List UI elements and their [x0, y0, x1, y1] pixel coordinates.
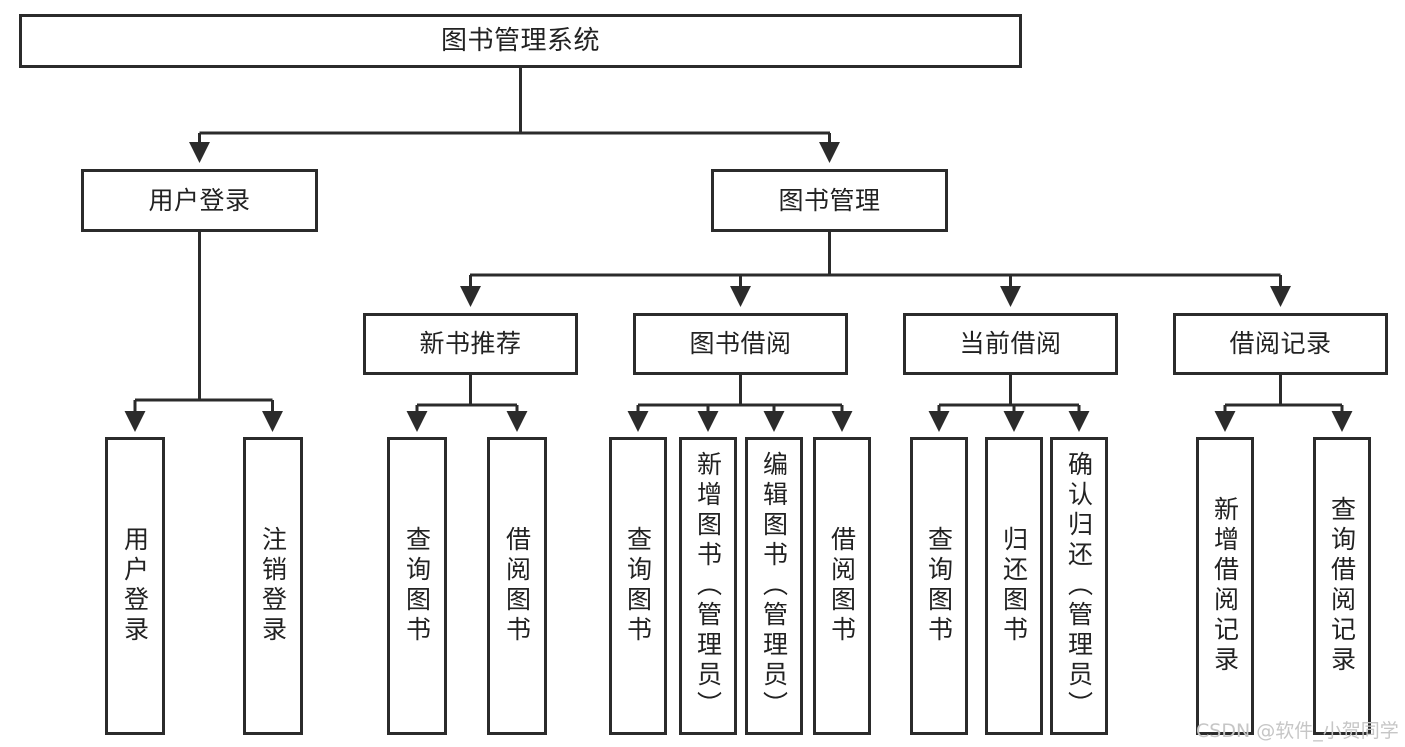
leaf-confirm-return-label: 确认归还（管理员）: [1064, 451, 1094, 721]
leaf-query-book-2[interactable]: 查询图书: [609, 437, 667, 735]
leaf-return-book-label: 归还图书: [999, 526, 1029, 646]
leaf-add-book-label: 新增图书（管理员）: [693, 451, 723, 721]
leaf-logout[interactable]: 注销登录: [243, 437, 303, 735]
leaf-query-book-1[interactable]: 查询图书: [387, 437, 447, 735]
node-borrow-record-label: 借阅记录: [1229, 329, 1332, 359]
leaf-query-record-label: 查询借阅记录: [1327, 496, 1357, 676]
leaf-query-book-1-label: 查询图书: [402, 526, 432, 646]
leaf-borrow-book-2-label: 借阅图书: [827, 526, 857, 646]
leaf-add-record-label: 新增借阅记录: [1210, 496, 1240, 676]
leaf-query-record[interactable]: 查询借阅记录: [1313, 437, 1371, 735]
leaf-edit-book[interactable]: 编辑图书（管理员）: [745, 437, 803, 735]
leaf-logout-label: 注销登录: [258, 526, 288, 646]
leaf-borrow-book-2[interactable]: 借阅图书: [813, 437, 871, 735]
watermark: CSDN @软件_小贺同学: [1196, 720, 1399, 742]
leaf-user-login-label: 用户登录: [120, 526, 150, 646]
node-user-login[interactable]: 用户登录: [81, 169, 318, 232]
node-new-book-recommend-label: 新书推荐: [419, 329, 522, 359]
leaf-add-book[interactable]: 新增图书（管理员）: [679, 437, 737, 735]
node-book-borrow-label: 图书借阅: [689, 329, 792, 359]
leaf-query-book-3[interactable]: 查询图书: [910, 437, 968, 735]
node-new-book-recommend[interactable]: 新书推荐: [363, 313, 578, 375]
leaf-query-book-2-label: 查询图书: [623, 526, 653, 646]
node-root-label: 图书管理系统: [440, 25, 600, 56]
leaf-confirm-return[interactable]: 确认归还（管理员）: [1050, 437, 1108, 735]
leaf-add-record[interactable]: 新增借阅记录: [1196, 437, 1254, 735]
leaf-query-book-3-label: 查询图书: [924, 526, 954, 646]
leaf-borrow-book-1-label: 借阅图书: [502, 526, 532, 646]
node-root[interactable]: 图书管理系统: [19, 14, 1022, 68]
node-user-login-label: 用户登录: [148, 185, 251, 215]
node-book-management-label: 图书管理: [778, 185, 881, 215]
node-book-management[interactable]: 图书管理: [711, 169, 948, 232]
node-current-borrow-label: 当前借阅: [959, 329, 1062, 359]
leaf-borrow-book-1[interactable]: 借阅图书: [487, 437, 547, 735]
leaf-user-login[interactable]: 用户登录: [105, 437, 165, 735]
node-book-borrow[interactable]: 图书借阅: [633, 313, 848, 375]
node-current-borrow[interactable]: 当前借阅: [903, 313, 1118, 375]
leaf-return-book[interactable]: 归还图书: [985, 437, 1043, 735]
node-borrow-record[interactable]: 借阅记录: [1173, 313, 1388, 375]
leaf-edit-book-label: 编辑图书（管理员）: [759, 451, 789, 721]
